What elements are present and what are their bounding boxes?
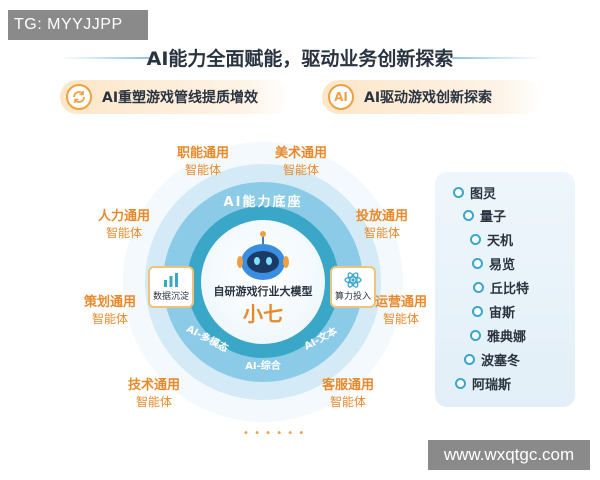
data-box: 数据沉淀 (148, 266, 194, 308)
agent-functional: 职能通用 智能体 (153, 145, 253, 178)
agent-hr: 人力通用 智能体 (74, 208, 174, 241)
bottom-dots: • • • • • • (243, 428, 306, 439)
robot-icon (237, 231, 289, 280)
agent-functional-name: 职能通用 (176, 146, 229, 161)
side-item-label: 图灵 (470, 187, 497, 202)
ai-icon: AI (328, 84, 354, 110)
circle-bullet-icon (472, 258, 483, 269)
pill-pipeline-label: AI重塑游戏管线提质增效 (102, 90, 259, 106)
agent-list-panel (435, 172, 575, 407)
core-ring-label: AI能力底座 (223, 195, 303, 210)
agent-tech-name: 技术通用 (127, 378, 180, 393)
watermark-top: TG: MYYJJPP (8, 10, 148, 40)
bar-chart-icon (164, 273, 178, 287)
agent-art: 美术通用 智能体 (251, 145, 351, 178)
agent-design-sub: 智能体 (91, 312, 128, 326)
agent-ad-sub: 智能体 (363, 226, 400, 240)
agent-tech: 技术通用 智能体 (104, 377, 204, 410)
agent-hr-sub: 智能体 (105, 226, 142, 240)
agent-operations-name: 运营通用 (374, 295, 427, 310)
data-box-label: 数据沉淀 (152, 292, 189, 302)
title-decor-left (60, 57, 150, 59)
circle-bullet-icon (470, 330, 481, 341)
compute-box: 算力投入 (330, 266, 376, 308)
side-item-label: 波塞冬 (481, 354, 521, 369)
page-title: AI能力全面赋能，驱动业务创新探索 (146, 48, 454, 70)
circle-bullet-icon (472, 306, 483, 317)
agent-functional-sub: 智能体 (184, 163, 221, 177)
circle-bullet-icon (464, 354, 475, 365)
pill-pipeline: AI重塑游戏管线提质增效 (60, 80, 290, 114)
refresh-icon (66, 84, 92, 110)
side-item-label: 量子 (480, 210, 507, 225)
side-item-quantum: 量子 (463, 206, 506, 225)
circle-bullet-icon (453, 187, 464, 198)
circle-bullet-icon (470, 234, 481, 245)
atom-icon (344, 272, 362, 288)
agent-operations-sub: 智能体 (382, 312, 419, 326)
model-name: 小七 (243, 302, 283, 326)
side-item-tianji: 天机 (470, 230, 513, 249)
side-item-label: 易览 (489, 258, 516, 273)
circle-bullet-icon (463, 210, 474, 221)
ai-general-label: AI-综合 (245, 361, 281, 372)
agent-hr-name: 人力通用 (97, 209, 150, 224)
model-label: 自研游戏行业大模型 (213, 285, 313, 298)
agent-support-sub: 智能体 (329, 395, 366, 409)
circle-bullet-icon (455, 378, 466, 389)
side-item-ares: 阿瑞斯 (455, 374, 511, 393)
title-decor-right (452, 57, 542, 59)
agent-ad-name: 投放通用 (355, 209, 408, 224)
side-item-label: 雅典娜 (487, 330, 527, 345)
pill-innovation: AI AI驱动游戏创新探索 (322, 80, 542, 114)
agent-ad: 投放通用 智能体 (332, 208, 432, 241)
agent-design: 策划通用 智能体 (60, 294, 160, 327)
side-item-label: 阿瑞斯 (472, 378, 512, 393)
agent-design-name: 策划通用 (83, 295, 136, 310)
agent-operations: 运营通用 智能体 (351, 294, 451, 327)
agent-art-name: 美术通用 (274, 146, 327, 161)
agent-art-sub: 智能体 (282, 163, 319, 177)
side-item-yilan: 易览 (472, 254, 515, 273)
side-item-label: 宙斯 (489, 306, 516, 321)
pill-innovation-label: AI驱动游戏创新探索 (364, 90, 493, 106)
side-item-poseidon: 波塞冬 (464, 350, 520, 369)
agent-support-name: 客服通用 (321, 378, 374, 393)
watermark-bottom: www.wxqtgc.com (428, 440, 590, 470)
side-item-turing: 图灵 (453, 183, 496, 202)
side-item-cupid: 丘比特 (473, 278, 529, 297)
compute-box-label: 算力投入 (334, 292, 371, 302)
center-disc (201, 220, 325, 344)
side-item-label: 天机 (487, 234, 514, 249)
circle-bullet-icon (473, 282, 484, 293)
side-item-label: 丘比特 (490, 282, 530, 297)
agent-support: 客服通用 智能体 (298, 377, 398, 410)
side-item-athena: 雅典娜 (470, 326, 526, 345)
agent-tech-sub: 智能体 (135, 395, 172, 409)
side-item-zeus: 宙斯 (472, 302, 515, 321)
